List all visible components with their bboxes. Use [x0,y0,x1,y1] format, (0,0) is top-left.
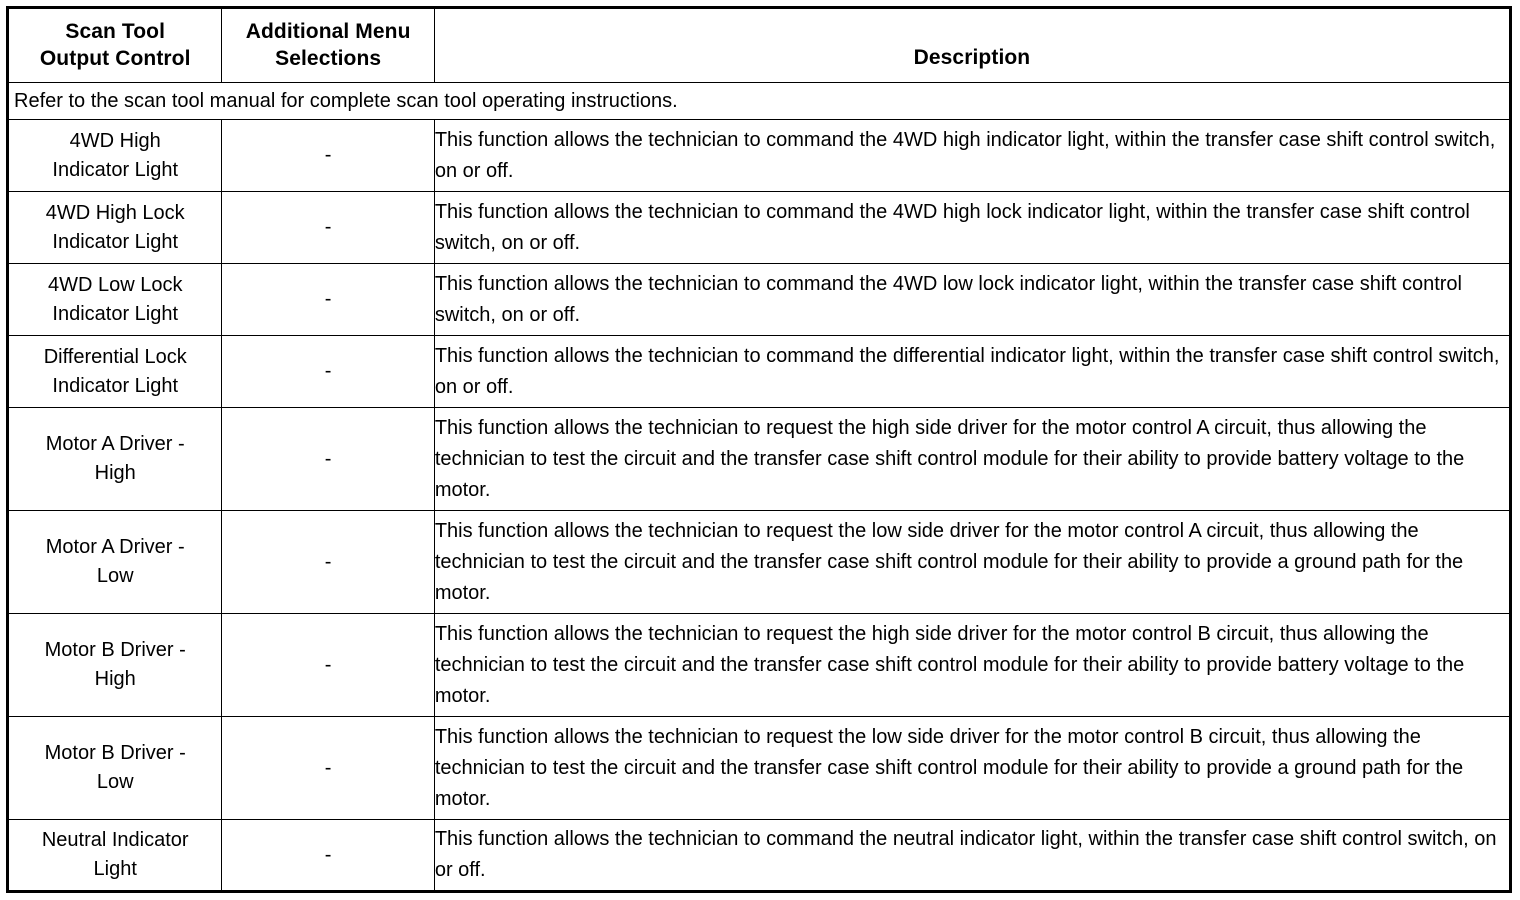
output-control-name-line1: Differential Lock [43,345,187,368]
output-control-name-line1: 4WD Low Lock [47,273,183,296]
additional-menu-cell: - [221,191,435,264]
output-control-name-line1: Motor A Driver - [45,433,185,455]
column-header-additional-menu-selections: Additional Menu Selections [221,7,435,83]
description-text: This function allows the technician to r… [434,519,1464,604]
description-cell: This function allows the technician to r… [433,613,1512,717]
output-control-name-line1: Motor A Driver - [45,536,185,558]
column-header-line1: Additional Menu [245,20,411,43]
output-control-name-line2: High [94,668,136,690]
output-control-name-line2: Indicator Light [52,374,179,397]
output-control-name-cell: Motor A Driver - High [6,407,223,511]
additional-menu-cell: - [221,407,435,511]
column-header-scan-tool-output-control: Scan Tool Output Control [6,7,223,83]
output-control-name-cell: 4WD High Lock Indicator Light [6,191,223,264]
additional-menu-cell: - [221,335,435,408]
table-row: 4WD High Lock Indicator Light - This fun… [6,191,1512,264]
output-control-name-cell: 4WD High Indicator Light [6,119,223,192]
additional-menu-cell: - [221,119,435,192]
output-control-name-line2: High [94,462,136,484]
output-control-name-cell: Motor B Driver - High [6,613,223,717]
table-row: Motor A Driver - High - This function al… [6,407,1512,511]
column-header-line2: Output Control [39,47,191,70]
table-note-text: Refer to the scan tool manual for comple… [14,90,678,112]
table-row: Motor A Driver - Low - This function all… [6,510,1512,614]
column-header-line2: Selections [275,47,382,70]
table-header: Scan Tool Output Control Additional Menu… [6,7,1512,83]
table-note-row: Refer to the scan tool manual for comple… [7,82,1511,120]
description-text: This function allows the technician to c… [434,272,1462,326]
column-header-description: Description [433,7,1512,83]
description-text: This function allows the technician to r… [434,725,1464,810]
output-control-name-line1: Neutral Indicator [41,829,189,851]
output-control-name-line1: 4WD High Lock [45,201,185,224]
description-text: This function allows the technician to c… [434,344,1500,398]
description-cell: This function allows the technician to c… [433,819,1512,892]
column-header-description-label: Description [913,45,1031,69]
description-cell: This function allows the technician to r… [433,407,1512,511]
additional-menu-cell: - [221,263,435,336]
additional-menu-cell: - [221,510,435,614]
output-control-name-line1: Motor B Driver - [44,639,186,661]
description-text: This function allows the technician to r… [434,622,1465,707]
table-header-row: Scan Tool Output Control Additional Menu… [6,7,1512,83]
table-row: Motor B Driver - Low - This function all… [6,716,1512,820]
table-row: 4WD High Indicator Light - This function… [6,119,1512,192]
description-text: This function allows the technician to c… [434,828,1497,881]
table-row: Differential Lock Indicator Light - This… [6,335,1512,408]
table-row: Neutral Indicator Light - This function … [6,819,1512,892]
output-control-name-line2: Indicator Light [52,158,179,181]
output-control-name-line2: Low [96,771,134,793]
description-cell: This function allows the technician to r… [433,716,1512,820]
output-control-name-line2: Low [96,565,134,587]
output-control-name-cell: Differential Lock Indicator Light [6,335,223,408]
description-text: This function allows the technician to c… [434,200,1470,254]
description-text: This function allows the technician to c… [434,128,1496,182]
description-cell: This function allows the technician to c… [433,119,1512,192]
output-control-name-line2: Light [93,858,137,880]
output-control-name-line2: Indicator Light [52,302,179,325]
additional-menu-cell: - [221,613,435,717]
description-cell: This function allows the technician to c… [433,191,1512,264]
table-row: 4WD Low Lock Indicator Light - This func… [6,263,1512,336]
description-text: This function allows the technician to r… [434,416,1465,501]
scan-tool-output-control-table: Scan Tool Output Control Additional Menu… [6,6,1512,893]
output-control-name-line2: Indicator Light [52,230,179,253]
output-control-name-line1: 4WD High [69,129,161,152]
description-cell: This function allows the technician to r… [433,510,1512,614]
table-note-cell: Refer to the scan tool manual for comple… [7,82,1511,120]
column-header-line1: Scan Tool [65,20,166,43]
table-row: Motor B Driver - High - This function al… [6,613,1512,717]
output-control-name-cell: Motor B Driver - Low [6,716,223,820]
output-control-name-cell: 4WD Low Lock Indicator Light [6,263,223,336]
table-body: Refer to the scan tool manual for comple… [6,82,1512,892]
additional-menu-cell: - [221,819,435,892]
output-control-name-cell: Neutral Indicator Light [6,819,223,892]
output-control-name-cell: Motor A Driver - Low [6,510,223,614]
output-control-name-line1: Motor B Driver - [44,742,186,764]
description-cell: This function allows the technician to c… [433,335,1512,408]
description-cell: This function allows the technician to c… [433,263,1512,336]
additional-menu-cell: - [221,716,435,820]
